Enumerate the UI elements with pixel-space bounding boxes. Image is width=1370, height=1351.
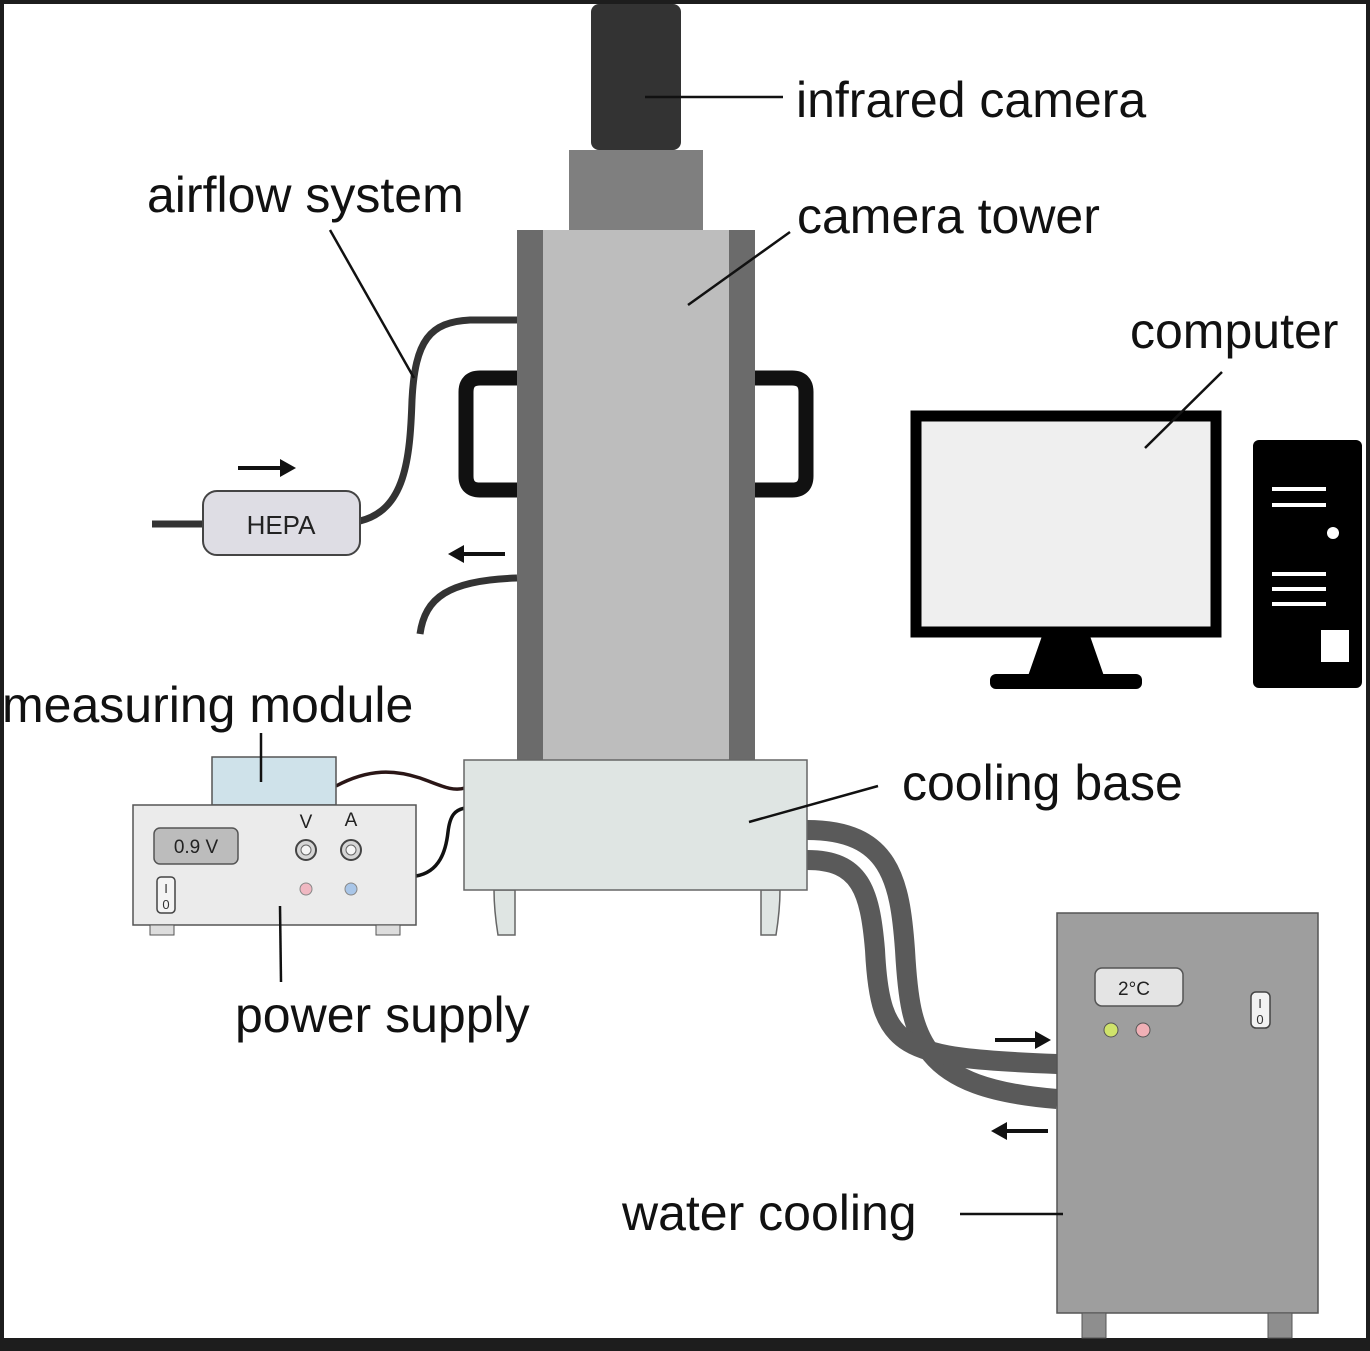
power-supply-cable (415, 806, 466, 878)
camera-mount (569, 150, 703, 230)
label-infrared-camera: infrared camera (796, 72, 1146, 128)
voltage-knob-label: V (300, 812, 313, 833)
power-supply-display-value: 0.9 V (174, 837, 219, 858)
tower-handle-left (458, 370, 517, 498)
label-power-supply: power supply (235, 987, 530, 1043)
label-measuring-module: measuring module (2, 677, 413, 733)
leader-camera-tower (687, 230, 791, 307)
leader-airflow-system (328, 229, 416, 379)
label-airflow-system: airflow system (147, 167, 464, 223)
water-cooling-indicator-green (1103, 1022, 1119, 1038)
current-terminal-blue (344, 882, 358, 896)
current-knob-label: A (345, 810, 358, 831)
power-supply-switch-on: I (164, 881, 168, 896)
airflow-system: HEPA (152, 316, 518, 635)
coolant-in-arrow (995, 1031, 1051, 1049)
label-camera-tower: camera tower (797, 188, 1100, 244)
tower-handle-right (755, 370, 814, 498)
leader-computer (1144, 371, 1223, 449)
measuring-module (211, 756, 337, 806)
water-cooling-unit: 2°C I 0 (1056, 912, 1319, 1339)
computer-tower-case (1253, 440, 1362, 688)
water-cooling-switch-on: I (1258, 996, 1262, 1011)
hepa-filter-label: HEPA (247, 510, 317, 540)
leader-power-supply (278, 905, 283, 983)
airflow-out-arrow (448, 545, 505, 563)
cooling-base (463, 759, 808, 936)
leader-cooling-base (748, 784, 879, 824)
power-supply: 0.9 V V A I 0 (132, 804, 417, 936)
computer (910, 410, 1362, 689)
water-cooling-display: 2°C (1094, 967, 1184, 1007)
label-computer: computer (1130, 303, 1338, 359)
voltage-knob[interactable] (295, 839, 317, 861)
computer-monitor (910, 410, 1222, 689)
water-hoses (806, 820, 1058, 1109)
water-cooling-indicator-red (1135, 1022, 1151, 1038)
leader-lines (259, 95, 1223, 1216)
coolant-out-arrow (991, 1122, 1048, 1140)
airflow-supply-tube (359, 316, 517, 525)
power-supply-switch-off: 0 (162, 897, 169, 912)
water-cooling-switch[interactable]: I 0 (1250, 991, 1271, 1029)
infrared-camera-body (591, 4, 681, 150)
label-cooling-base: cooling base (902, 755, 1183, 811)
voltage-terminal-red (299, 882, 313, 896)
label-water-cooling: water cooling (621, 1185, 917, 1241)
water-cooling-switch-off: 0 (1256, 1012, 1263, 1027)
airflow-in-arrow (238, 459, 296, 477)
power-supply-display: 0.9 V (153, 827, 239, 865)
airflow-exhaust-tube (416, 574, 518, 635)
power-supply-switch[interactable]: I 0 (156, 876, 176, 914)
camera-tower (517, 230, 755, 760)
water-cooling-temperature: 2°C (1118, 979, 1150, 1000)
current-knob[interactable] (340, 839, 362, 861)
measuring-module-cable (335, 770, 466, 791)
hepa-filter: HEPA (202, 490, 361, 556)
